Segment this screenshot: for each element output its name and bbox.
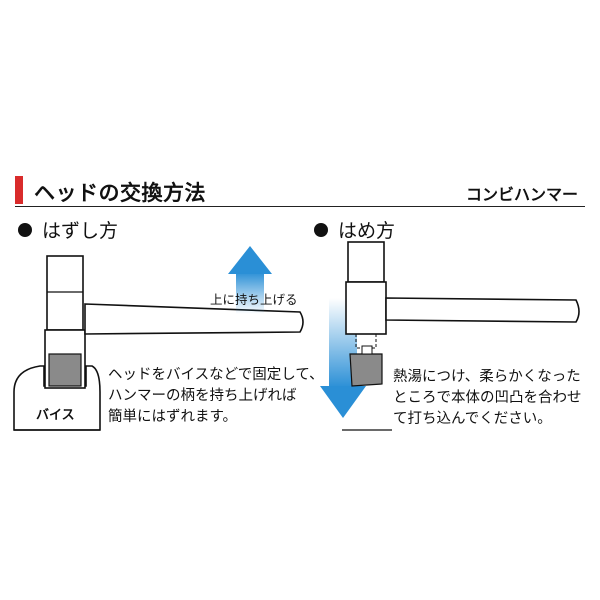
vise-label: バイス — [36, 408, 75, 423]
section-header: ヘッドの交換方法 コンビハンマー — [0, 176, 600, 207]
vise-illustration — [13, 365, 101, 431]
title-accent-bar — [15, 176, 23, 204]
fitting-description: 熱湯につけ、柔らかくなった ところで本体の凹凸を合わせ て打ち込んでください。 — [393, 369, 582, 427]
hammer-handle-fitting — [385, 297, 580, 323]
page-title: ヘッドの交換方法 — [34, 181, 206, 205]
lift-arrow-label: 上に持ち上げる — [210, 292, 298, 307]
up-arrow-icon — [228, 246, 272, 314]
replacement-head — [349, 345, 383, 387]
removal-description: ヘッドをバイスなどで固定して、 ハンマーの柄を持ち上げれば 簡単にはずれます。 — [108, 367, 324, 425]
fitting-heading: はめ方 — [314, 216, 395, 243]
title-divider — [15, 206, 585, 207]
hammer-body-fitting — [345, 241, 387, 349]
product-name: コンビハンマー — [465, 185, 578, 204]
removal-heading: はずし方 — [18, 216, 118, 243]
removal-heading-label: はずし方 — [42, 220, 119, 242]
hammer-handle-removal — [84, 303, 304, 335]
fitting-heading-label: はめ方 — [338, 220, 396, 242]
bullet-icon — [314, 222, 328, 237]
bullet-icon — [18, 222, 32, 237]
hammer-head-removal — [44, 255, 86, 389]
